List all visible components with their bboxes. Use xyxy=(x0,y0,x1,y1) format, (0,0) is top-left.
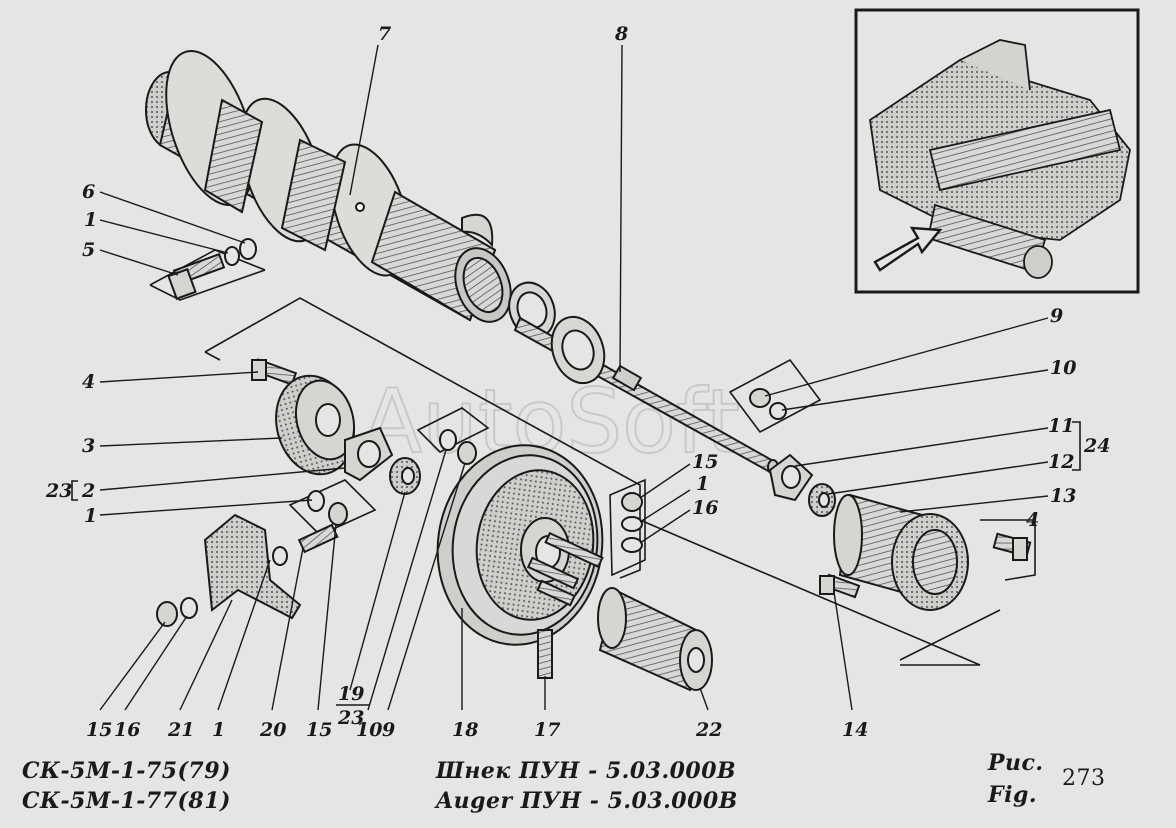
callout-15-pulley: 15 xyxy=(692,451,718,473)
group-brackets xyxy=(71,421,1081,501)
callout-1: 1 xyxy=(84,209,97,231)
assembly-guide-lines xyxy=(149,249,1036,666)
callout-15-bottom-2: 15 xyxy=(306,719,332,741)
model-code-1: СК-5М-1-75(79) xyxy=(22,758,231,784)
callout-8: 8 xyxy=(614,23,628,45)
callout-11: 11 xyxy=(1048,415,1074,437)
callout-16-bottom: 16 xyxy=(114,719,140,741)
callout-24: 24 xyxy=(1083,435,1110,457)
callout-2: 2 xyxy=(81,480,95,502)
callout-1-pulley: 1 xyxy=(696,473,709,495)
callout-12: 12 xyxy=(1048,451,1074,473)
callout-15-bottom: 15 xyxy=(86,719,112,741)
callout-labels: 7 8 6 1 5 9 10 11 12 24 13 4 4 3 23 2 1 … xyxy=(45,23,1110,741)
callout-23: 23 xyxy=(45,480,72,502)
fig-label-russian: Рис. xyxy=(988,750,1044,776)
callout-13: 13 xyxy=(1050,485,1076,507)
callout-4-left: 4 xyxy=(82,371,95,393)
callout-17: 17 xyxy=(534,719,560,741)
fig-label-english: Fig. xyxy=(988,782,1038,808)
figure-number: 273 xyxy=(1062,766,1106,791)
callout-22: 22 xyxy=(695,719,722,741)
callout-10-bottom: 10 xyxy=(356,719,382,741)
callout-21: 21 xyxy=(167,719,194,741)
callout-16-pulley: 16 xyxy=(692,497,718,519)
callout-3: 3 xyxy=(82,435,95,457)
title-english: Auger ПУН - 5.03.000В xyxy=(436,788,738,814)
callout-14: 14 xyxy=(842,719,868,741)
callout-23-bottom: 23 xyxy=(337,707,364,729)
callout-7: 7 xyxy=(378,23,391,45)
callout-6: 6 xyxy=(82,181,95,203)
left-parts xyxy=(156,238,477,627)
callout-9: 9 xyxy=(1050,305,1063,327)
shaft-assembly xyxy=(508,281,779,475)
model-code-2: СК-5М-1-77(81) xyxy=(22,788,231,814)
callout-19: 19 xyxy=(338,683,364,705)
callout-1-bottom: 1 xyxy=(212,719,225,741)
auger-assembly xyxy=(145,50,512,323)
callout-5: 5 xyxy=(82,239,95,261)
callout-1-mid: 1 xyxy=(84,505,97,527)
right-parts xyxy=(749,388,1032,611)
callout-4-right: 4 xyxy=(1026,509,1039,531)
pulley-18 xyxy=(436,444,604,679)
callout-9-bottom: 9 xyxy=(382,719,395,741)
location-inset xyxy=(854,8,1140,294)
callout-18: 18 xyxy=(452,719,478,741)
leader-lines xyxy=(99,44,1049,711)
washers-15-1-16 xyxy=(621,492,643,553)
sleeve-22 xyxy=(597,587,713,692)
callout-10: 10 xyxy=(1050,357,1076,379)
title-russian: Шнек ПУН - 5.03.000В xyxy=(436,758,737,784)
callout-20: 20 xyxy=(259,719,286,741)
bolt-5 xyxy=(167,252,226,300)
